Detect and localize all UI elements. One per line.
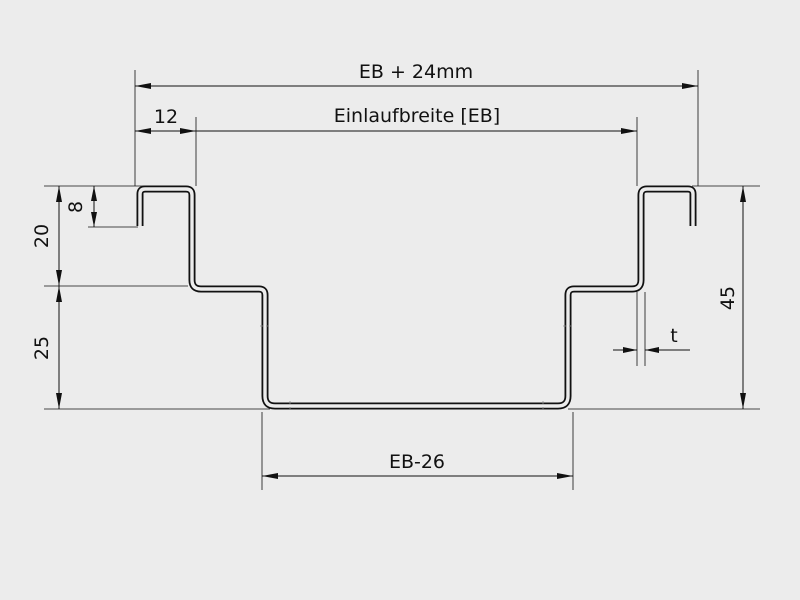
dimension-lower-height: 25 [31, 286, 62, 409]
channel-profile [136, 185, 697, 411]
flange-label: 12 [154, 106, 178, 128]
inlet-width-label: Einlaufbreite [EB] [334, 105, 500, 127]
dimension-thickness: t [613, 325, 690, 353]
dimension-lip-height: 8 [65, 186, 97, 227]
lower-height-label: 25 [31, 336, 53, 360]
lip-height-label: 8 [65, 201, 87, 213]
dimension-bottom-width: EB-26 [262, 451, 573, 479]
bottom-width-label: EB-26 [389, 451, 445, 473]
dimension-inlet-width: Einlaufbreite [EB] [196, 105, 637, 134]
profile-inner-gap [138, 187, 695, 408]
dimension-overall-width: EB + 24mm [135, 61, 698, 89]
dimension-flange: 12 [135, 106, 196, 134]
total-height-label: 45 [717, 286, 739, 310]
extension-lines [44, 70, 760, 490]
dimension-upper-height: 20 [31, 186, 62, 286]
dimension-total-height: 45 [717, 186, 746, 409]
upper-height-label: 20 [31, 224, 53, 248]
thickness-label: t [670, 325, 677, 347]
overall-width-label: EB + 24mm [359, 61, 473, 83]
profile-outline [136, 185, 697, 410]
